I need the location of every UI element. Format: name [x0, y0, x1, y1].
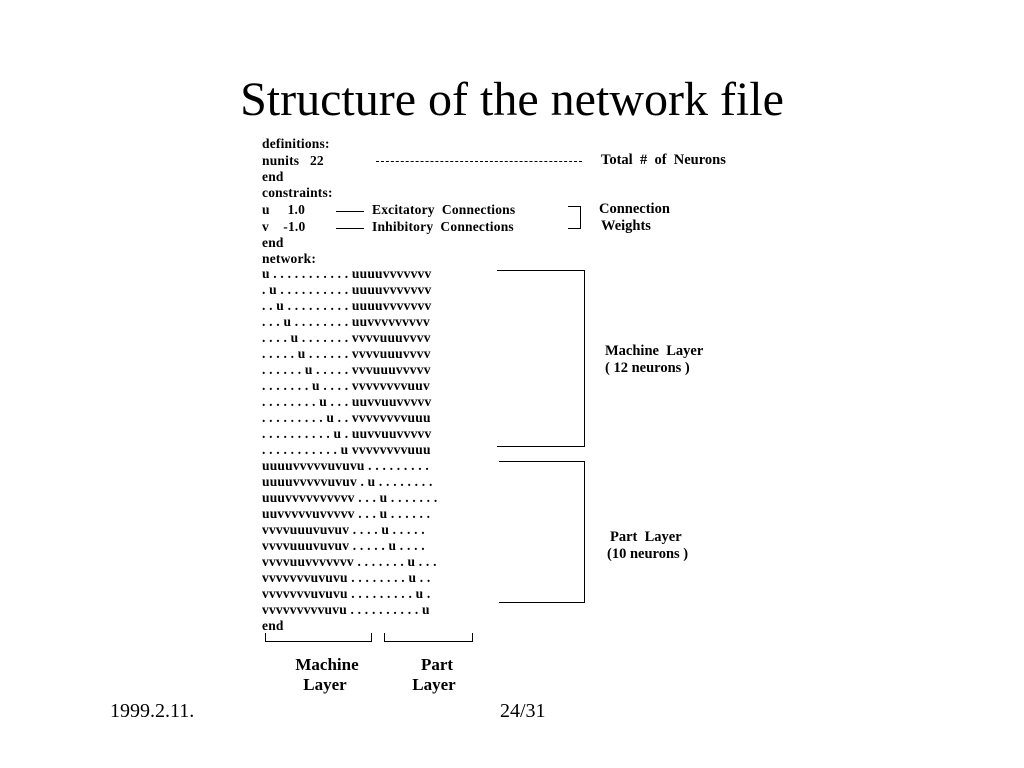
machine-row: . . . . . . . . u . . . uuvvuuvvvvv: [262, 394, 432, 409]
footer-date: 1999.2.11.: [110, 700, 195, 722]
inhibitory-label: Inhibitory Connections: [372, 219, 514, 234]
part-bracket-top: [499, 461, 585, 462]
machine-row: u . . . . . . . . . . . uuuuvvvvvvv: [262, 266, 432, 281]
total-neurons-label: Total # of Neurons: [601, 152, 726, 168]
machine-row: . . . . u . . . . . . . vvvvuuuvvvv: [262, 330, 431, 345]
machine-row: . . . . . u . . . . . . vvvvuuuvvvv: [262, 346, 431, 361]
machine-column-caption: Machine: [295, 655, 359, 674]
part-row: vvvvvvvuvuvu . . . . . . . . u . .: [262, 570, 431, 585]
code-line-nunits: nunits 22: [262, 153, 324, 168]
machine-row: . . . . . . . . . u . . vvvvvvvvuuu: [262, 410, 431, 425]
machine-row: . . . . . . u . . . . . vvvuuuvvvvv: [262, 362, 431, 377]
machine-bracket-top: [497, 270, 585, 271]
part-column-bracket-right: [472, 633, 473, 642]
footer-page-number: 24/31: [500, 700, 546, 722]
excitatory-label: Excitatory Connections: [372, 202, 516, 217]
machine-row: . . . . . . . . . . u . uuvvuuvvvvv: [262, 426, 432, 441]
weights-bracket-top: [568, 206, 581, 207]
machine-row: . . . . . . . . . . . u vvvvvvvvuuu: [262, 442, 431, 457]
machine-layer-label: Machine Layer: [605, 343, 704, 359]
code-line-end: end: [262, 169, 284, 184]
part-row: vvvvvvvuvuvu . . . . . . . . . u .: [262, 586, 431, 601]
machine-bracket-bottom: [497, 446, 585, 447]
part-row: uuuvvvvvvvvvv . . . u . . . . . . .: [262, 490, 438, 505]
code-line-network: network:: [262, 251, 317, 266]
part-layer-count: (10 neurons ): [607, 546, 689, 562]
machine-row: . . u . . . . . . . . . uuuuvvvvvvv: [262, 298, 432, 313]
part-column-bracket-left: [384, 633, 385, 642]
machine-layer-count: ( 12 neurons ): [605, 360, 690, 376]
part-row: uuuuvvvvvuvuv . u . . . . . . . .: [262, 474, 433, 489]
weights-bracket-spine: [580, 206, 581, 229]
machine-column-bracket-base: [265, 641, 372, 642]
code-line-u-weight: u 1.0: [262, 202, 306, 217]
code-line-constraints: constraints:: [262, 185, 333, 200]
machine-row: . u . . . . . . . . . . uuuuvvvvvvv: [262, 282, 432, 297]
code-line-end: end: [262, 235, 284, 250]
part-bracket-bottom: [499, 602, 585, 603]
part-layer-label: Part Layer: [610, 529, 682, 545]
weights-bracket-bottom: [568, 228, 581, 229]
part-row: uuvvvvvuvvvvv . . . u . . . . . .: [262, 506, 431, 521]
slide-title: Structure of the network file: [240, 73, 784, 126]
part-row: uuuuvvvvvuvuvu . . . . . . . . .: [262, 458, 429, 473]
part-column-caption: Part: [420, 655, 454, 674]
machine-row: . . . u . . . . . . . . uuvvvvvvvvv: [262, 314, 430, 329]
part-row: vvvvuuuvuvuv . . . . . u . . . .: [262, 538, 425, 553]
connection-weights-label: Connection: [599, 201, 670, 217]
connection-weights-label: Weights: [601, 218, 651, 234]
excitatory-leader-line: [336, 211, 364, 212]
code-line-end: end: [262, 618, 284, 633]
part-row: vvvvvvvvvuvu . . . . . . . . . . u: [262, 602, 430, 617]
machine-column-caption: Layer: [303, 675, 347, 694]
total-neurons-leader-line: [376, 161, 582, 162]
machine-bracket-spine: [584, 270, 585, 446]
part-row: vvvvuuuvuvuv . . . . u . . . . .: [262, 522, 425, 537]
part-column-caption: Layer: [412, 675, 456, 694]
machine-row: . . . . . . . u . . . . vvvvvvvvuuv: [262, 378, 430, 393]
code-line-v-weight: v -1.0: [262, 219, 306, 234]
machine-column-bracket-right: [371, 633, 372, 642]
part-row: vvvvuuvvvvvvv . . . . . . . u . . .: [262, 554, 437, 569]
inhibitory-leader-line: [336, 228, 364, 229]
part-bracket-spine: [584, 461, 585, 603]
code-line-definitions: definitions:: [262, 136, 330, 151]
machine-column-bracket-left: [265, 633, 266, 642]
part-column-bracket-base: [384, 641, 473, 642]
